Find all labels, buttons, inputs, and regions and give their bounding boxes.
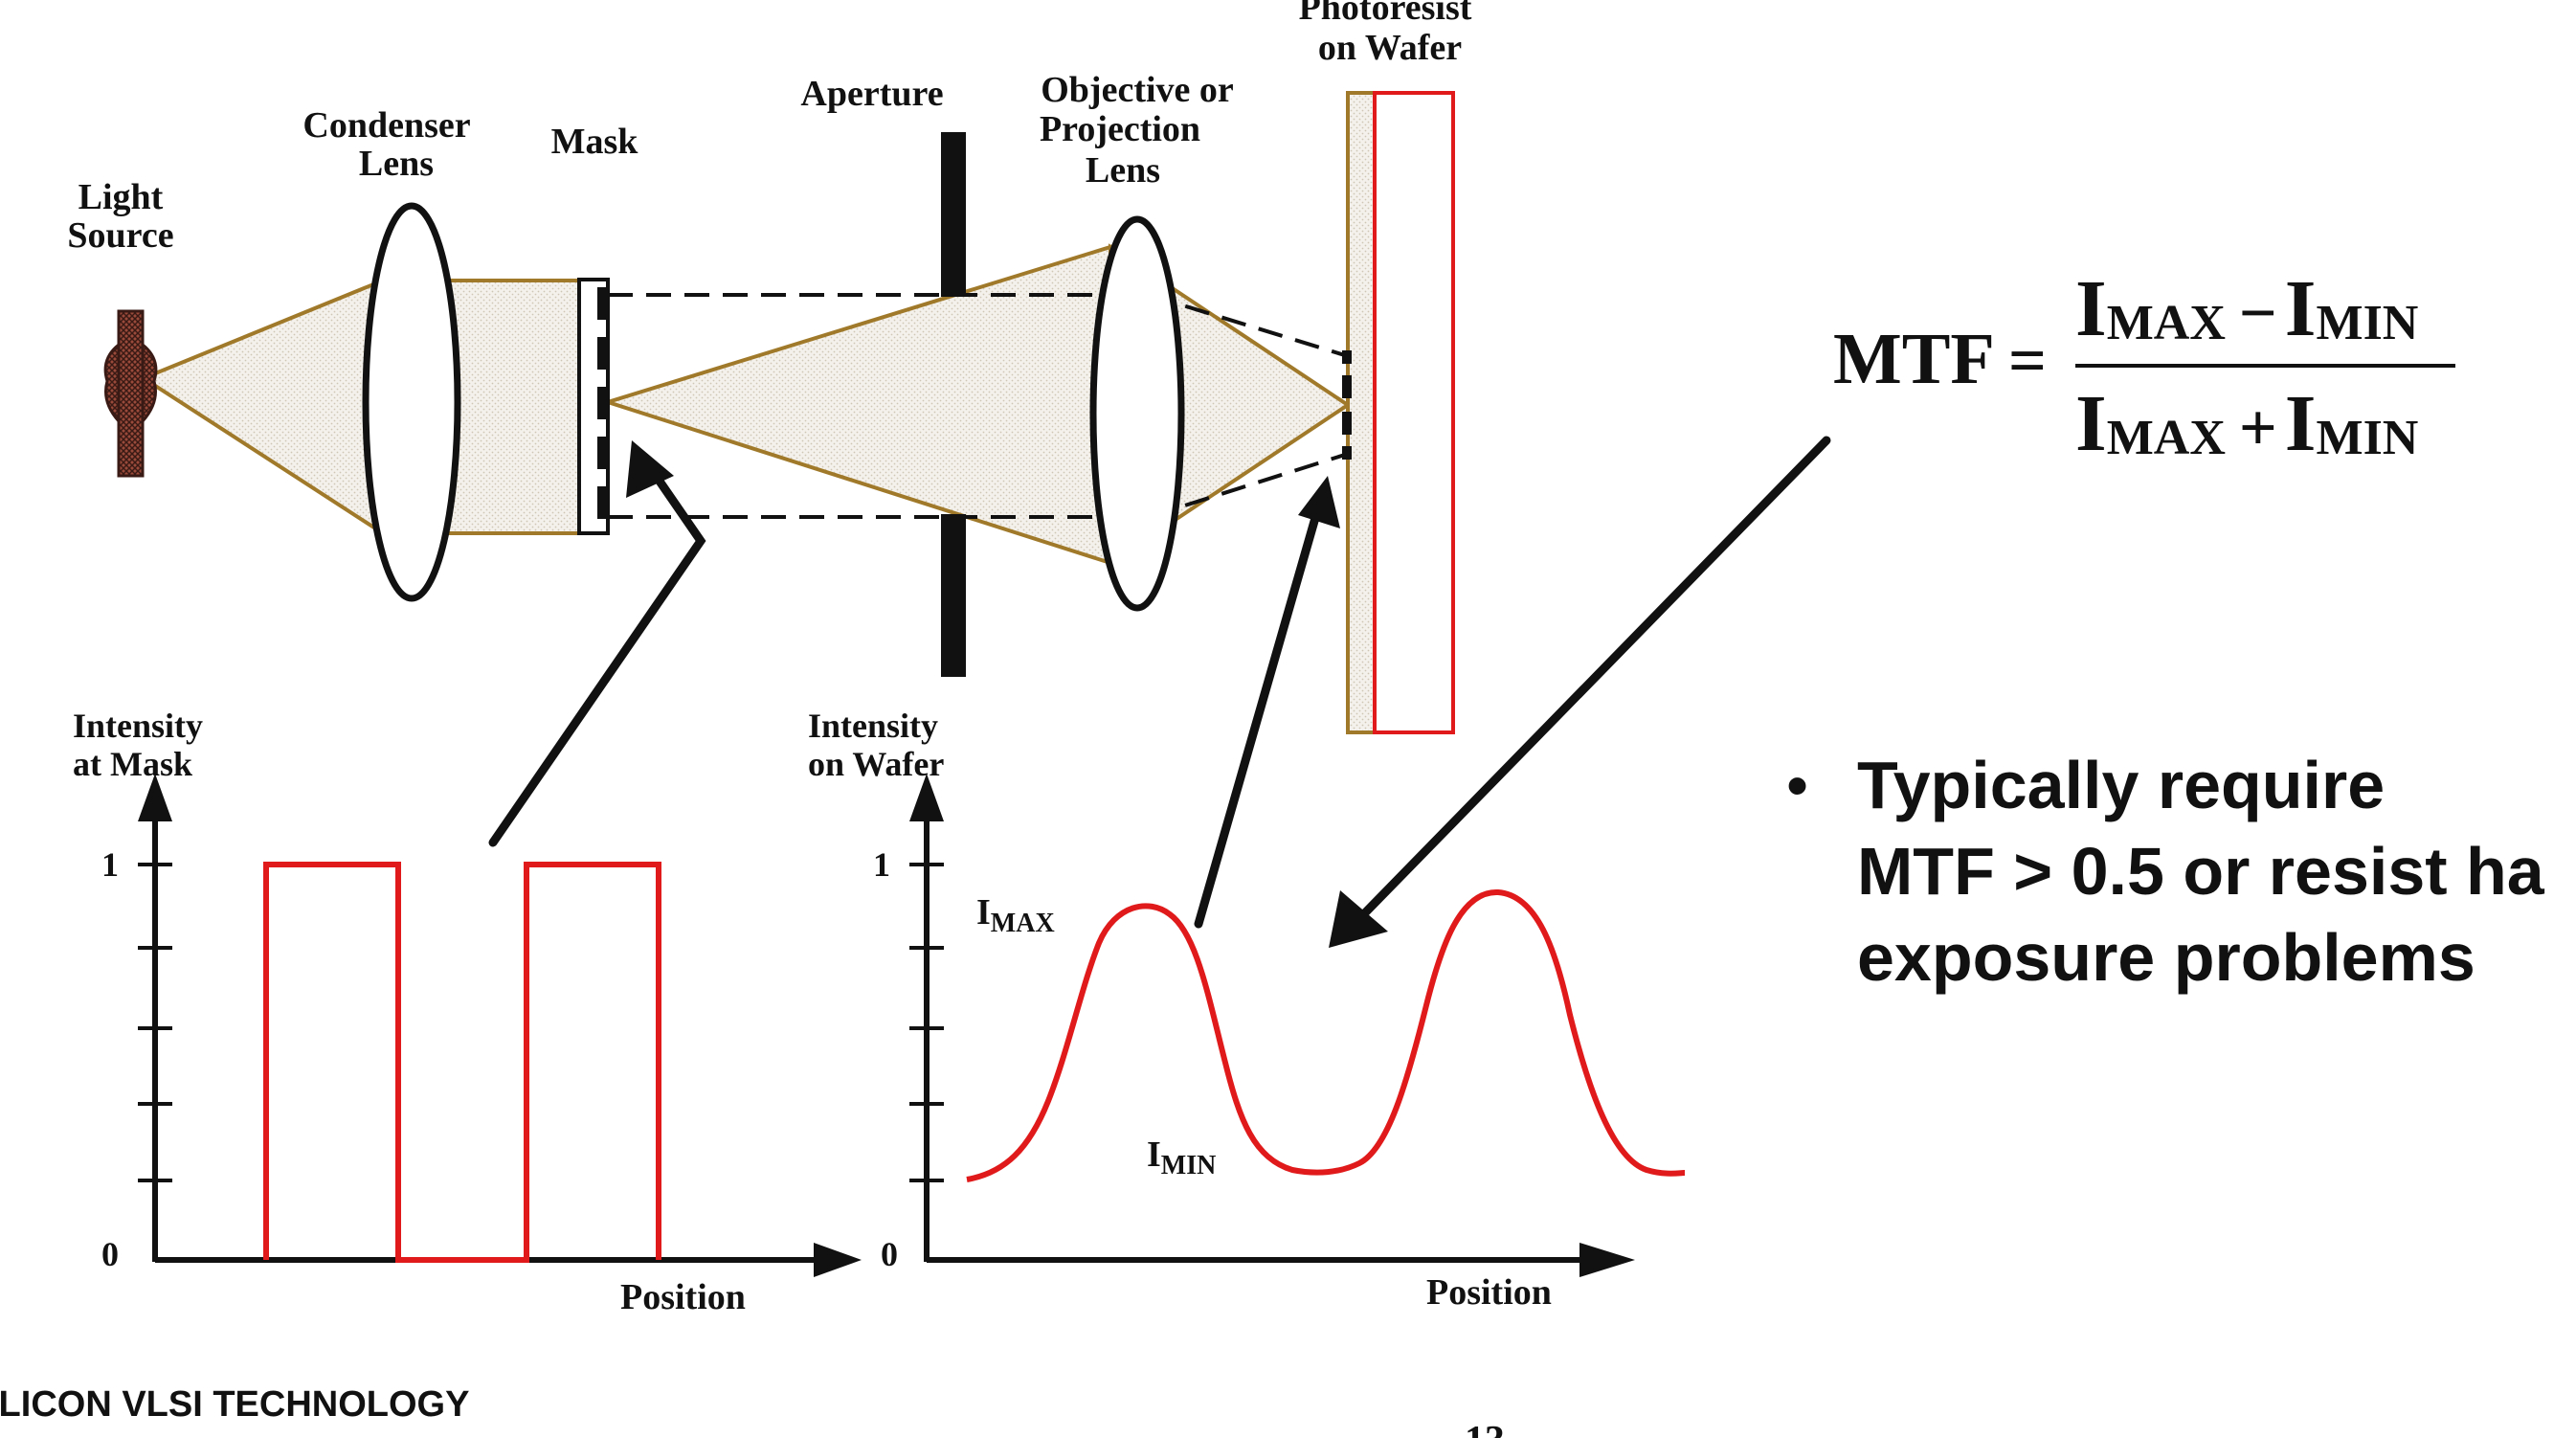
plot-mask-ylabel-2: at Mask bbox=[73, 745, 192, 783]
mask-label: Mask bbox=[551, 122, 639, 162]
pointer-arrows bbox=[488, 436, 1831, 938]
plot-mask-xlabel: Position bbox=[620, 1277, 746, 1317]
plot-mask-ticks bbox=[138, 863, 172, 1182]
plot-wafer-tick-0: 0 bbox=[881, 1235, 898, 1273]
mask-intensity-curve bbox=[263, 862, 661, 1263]
light-source-label-1: Light bbox=[78, 177, 164, 217]
formula-lhs: MTF bbox=[1833, 319, 1995, 399]
dashed-rays bbox=[608, 293, 1349, 519]
formula-numerator: IMAX−IMIN bbox=[2075, 264, 2418, 353]
imin-label: IMIN bbox=[1147, 1135, 1216, 1180]
plot-intensity-on-wafer: Intensity on Wafer 1 0 Position IMAX IMI… bbox=[808, 707, 1686, 1313]
condenser-lens bbox=[362, 202, 461, 602]
arrowheads bbox=[626, 440, 1388, 948]
bullet-text: Typically require MTF > 0.5 or resist ha… bbox=[1857, 742, 2576, 1000]
plot-wafer-y-arrowhead bbox=[909, 774, 944, 821]
plot-mask-tick-0: 0 bbox=[101, 1235, 119, 1273]
source-cone bbox=[139, 278, 385, 537]
arrow-to-mask bbox=[488, 450, 706, 847]
bullet-dot: • bbox=[1786, 750, 1809, 820]
bullet-line-3: exposure problems bbox=[1857, 920, 2475, 995]
aperture-stop bbox=[941, 132, 966, 677]
light-source-icon bbox=[103, 309, 158, 478]
wafer-intensity-curve bbox=[966, 888, 1686, 1182]
mask-plate bbox=[577, 278, 610, 535]
mtf-formula: MTF = IMAX−IMIN IMAX+IMIN bbox=[1833, 264, 2455, 468]
objective-label-3: Lens bbox=[1086, 150, 1160, 191]
photoresist-label-2: on Wafer bbox=[1318, 28, 1462, 68]
footer-course-title: ILICON VLSI TECHNOLOGY bbox=[0, 1384, 470, 1425]
plot-mask-x-arrowhead bbox=[814, 1243, 862, 1277]
arrow-to-formula bbox=[1340, 436, 1831, 938]
arrow-to-wafer bbox=[1194, 493, 1326, 929]
page-number: 13 bbox=[1465, 1419, 1505, 1438]
objective-label-2: Projection bbox=[1040, 109, 1200, 149]
wafer bbox=[1342, 91, 1455, 734]
formula-denominator: IMAX+IMIN bbox=[2075, 379, 2418, 468]
plot-intensity-at-mask: Intensity at Mask 1 0 Position bbox=[73, 707, 862, 1317]
photoresist-label-1: Photoresist bbox=[1299, 0, 1472, 28]
plot-wafer-xlabel: Position bbox=[1426, 1272, 1552, 1313]
plot-mask-tick-1: 1 bbox=[101, 845, 119, 884]
plot-wafer-ticks bbox=[909, 863, 944, 1182]
plot-mask-y-arrowhead bbox=[138, 774, 172, 821]
aperture-label: Aperture bbox=[800, 74, 943, 114]
plot-wafer-tick-1: 1 bbox=[873, 845, 890, 884]
imax-label: IMAX bbox=[976, 892, 1055, 938]
plot-wafer-ylabel-2: on Wafer bbox=[808, 745, 944, 783]
light-source-label-2: Source bbox=[67, 215, 173, 256]
plot-wafer-x-arrowhead bbox=[1579, 1243, 1635, 1277]
plot-wafer-ylabel-1: Intensity bbox=[808, 707, 938, 745]
objective-label-1: Objective or bbox=[1041, 70, 1234, 110]
bullet-line-1: Typically require bbox=[1857, 748, 2386, 822]
condenser-label-2: Lens bbox=[359, 144, 434, 184]
bullet-line-2: MTF > 0.5 or resist ha bbox=[1857, 834, 2544, 909]
condenser-label-1: Condenser bbox=[302, 105, 470, 146]
formula-equals: = bbox=[2008, 325, 2047, 398]
component-labels: Light Source Condenser Lens Mask Apertur… bbox=[67, 0, 1471, 256]
plot-mask-ylabel-1: Intensity bbox=[73, 707, 203, 745]
objective-lens bbox=[1089, 215, 1185, 612]
